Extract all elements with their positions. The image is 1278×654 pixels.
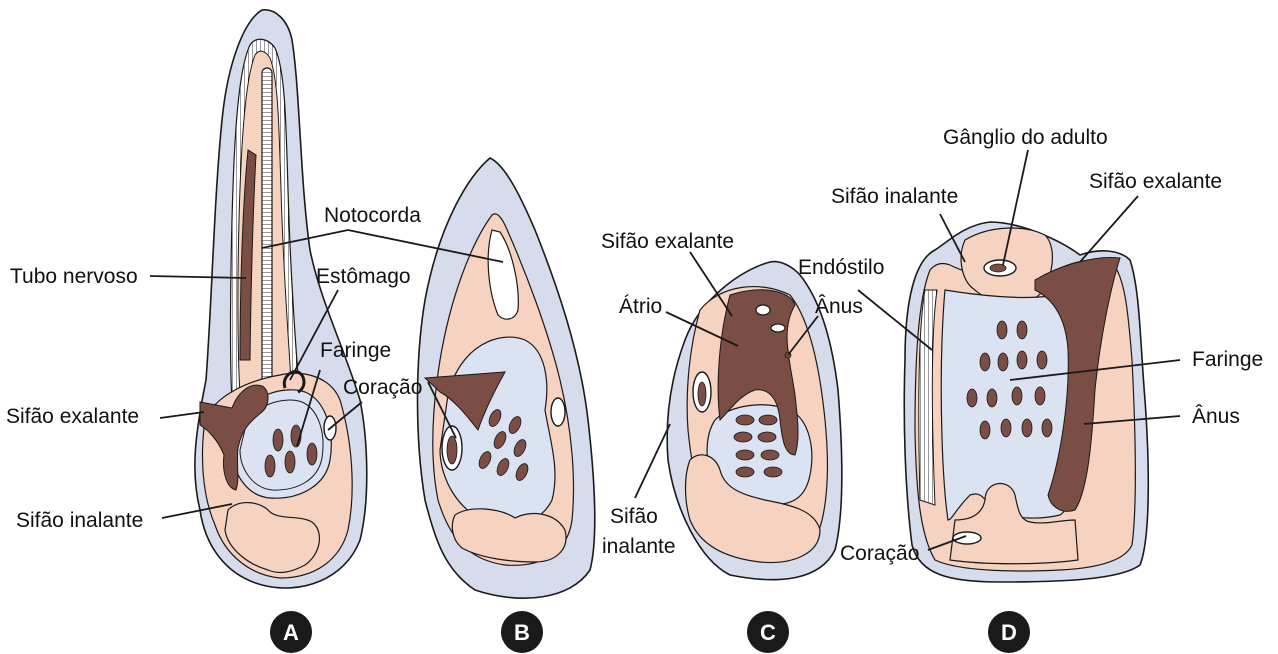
panel-b <box>418 158 595 598</box>
panel-a <box>195 10 367 588</box>
label-anus-c: Ânus <box>815 295 863 318</box>
panel-d-heart <box>953 532 981 544</box>
badge-c-letter: C <box>760 620 776 645</box>
panel-a-notochord <box>262 68 272 388</box>
label-sifao-inalante-d: Sifão inalante <box>831 185 958 208</box>
gill-slit <box>1017 351 1027 369</box>
label-sifao-exalante-d: Sifão exalante <box>1089 170 1222 193</box>
gill-slit <box>1022 419 1032 437</box>
gill-slit <box>1012 387 1022 405</box>
label-ganglio: Gânglio do adulto <box>943 126 1108 149</box>
panel-d-ganglion-core <box>990 264 1006 272</box>
gill-slit <box>759 415 777 425</box>
gill-slit <box>997 321 1007 339</box>
gill-slit <box>998 353 1008 371</box>
badge-b: B <box>501 611 543 653</box>
panel-d <box>904 222 1148 582</box>
gill-slit <box>987 389 997 407</box>
label-sifao-exalante-c: Sifão exalante <box>601 230 734 253</box>
gill-slit <box>1042 419 1052 437</box>
badge-a-letter: A <box>283 620 299 645</box>
gill-slit <box>273 429 283 451</box>
panel-b-left-organ-core <box>447 436 457 464</box>
label-estomago: Estômago <box>316 265 411 288</box>
badge-a: A <box>270 611 312 653</box>
gill-slit <box>1001 419 1011 437</box>
gill-slit <box>1037 351 1047 369</box>
badge-d: D <box>988 611 1030 653</box>
gill-slit <box>980 421 990 439</box>
label-sifao-exalante-a: Sifão exalante <box>6 405 139 428</box>
label-anus-d: Ânus <box>1192 405 1240 428</box>
gill-slit <box>1017 321 1027 339</box>
gill-slit <box>265 455 275 477</box>
panel-c-top-organ <box>756 305 770 315</box>
label-faringe-a: Faringe <box>320 339 391 362</box>
badge-b-letter: B <box>514 620 530 645</box>
gill-slit <box>758 432 776 442</box>
gill-slit <box>736 415 754 425</box>
gill-slit <box>761 450 779 460</box>
badge-c: C <box>747 611 789 653</box>
leader-sifao-inalante-c <box>635 424 670 498</box>
panel-badges: A B C D <box>270 611 1030 653</box>
label-notocorda: Notocorda <box>324 204 421 227</box>
label-coracao-a: Coração <box>343 376 422 399</box>
panel-c-top-organ-2 <box>771 324 785 332</box>
gill-slit <box>285 451 295 473</box>
panel-b-right-organ <box>551 398 565 426</box>
gill-slit <box>1035 387 1045 405</box>
gill-slit <box>734 432 752 442</box>
gill-slit <box>764 467 782 477</box>
label-faringe-d: Faringe <box>1192 348 1263 371</box>
gill-slit <box>967 389 977 407</box>
label-sifao-inalante-c-line2: inalante <box>602 535 676 558</box>
gill-slit <box>307 443 317 465</box>
label-sifao-inalante-c-line1: Sifão <box>610 505 658 528</box>
label-coracao-d: Coração <box>840 542 919 565</box>
label-endostilo: Endóstilo <box>798 256 884 279</box>
panel-c-left-organ-core <box>698 382 706 406</box>
gill-slit <box>736 467 754 477</box>
badge-d-letter: D <box>1001 620 1017 645</box>
label-sifao-inalante-a: Sifão inalante <box>16 509 143 532</box>
label-atrio: Átrio <box>619 295 662 318</box>
gill-slit <box>980 353 990 371</box>
gill-slit <box>736 450 754 460</box>
leader-sifao-exalante-a <box>160 412 204 418</box>
label-tubo-nervoso: Tubo nervoso <box>10 265 138 288</box>
